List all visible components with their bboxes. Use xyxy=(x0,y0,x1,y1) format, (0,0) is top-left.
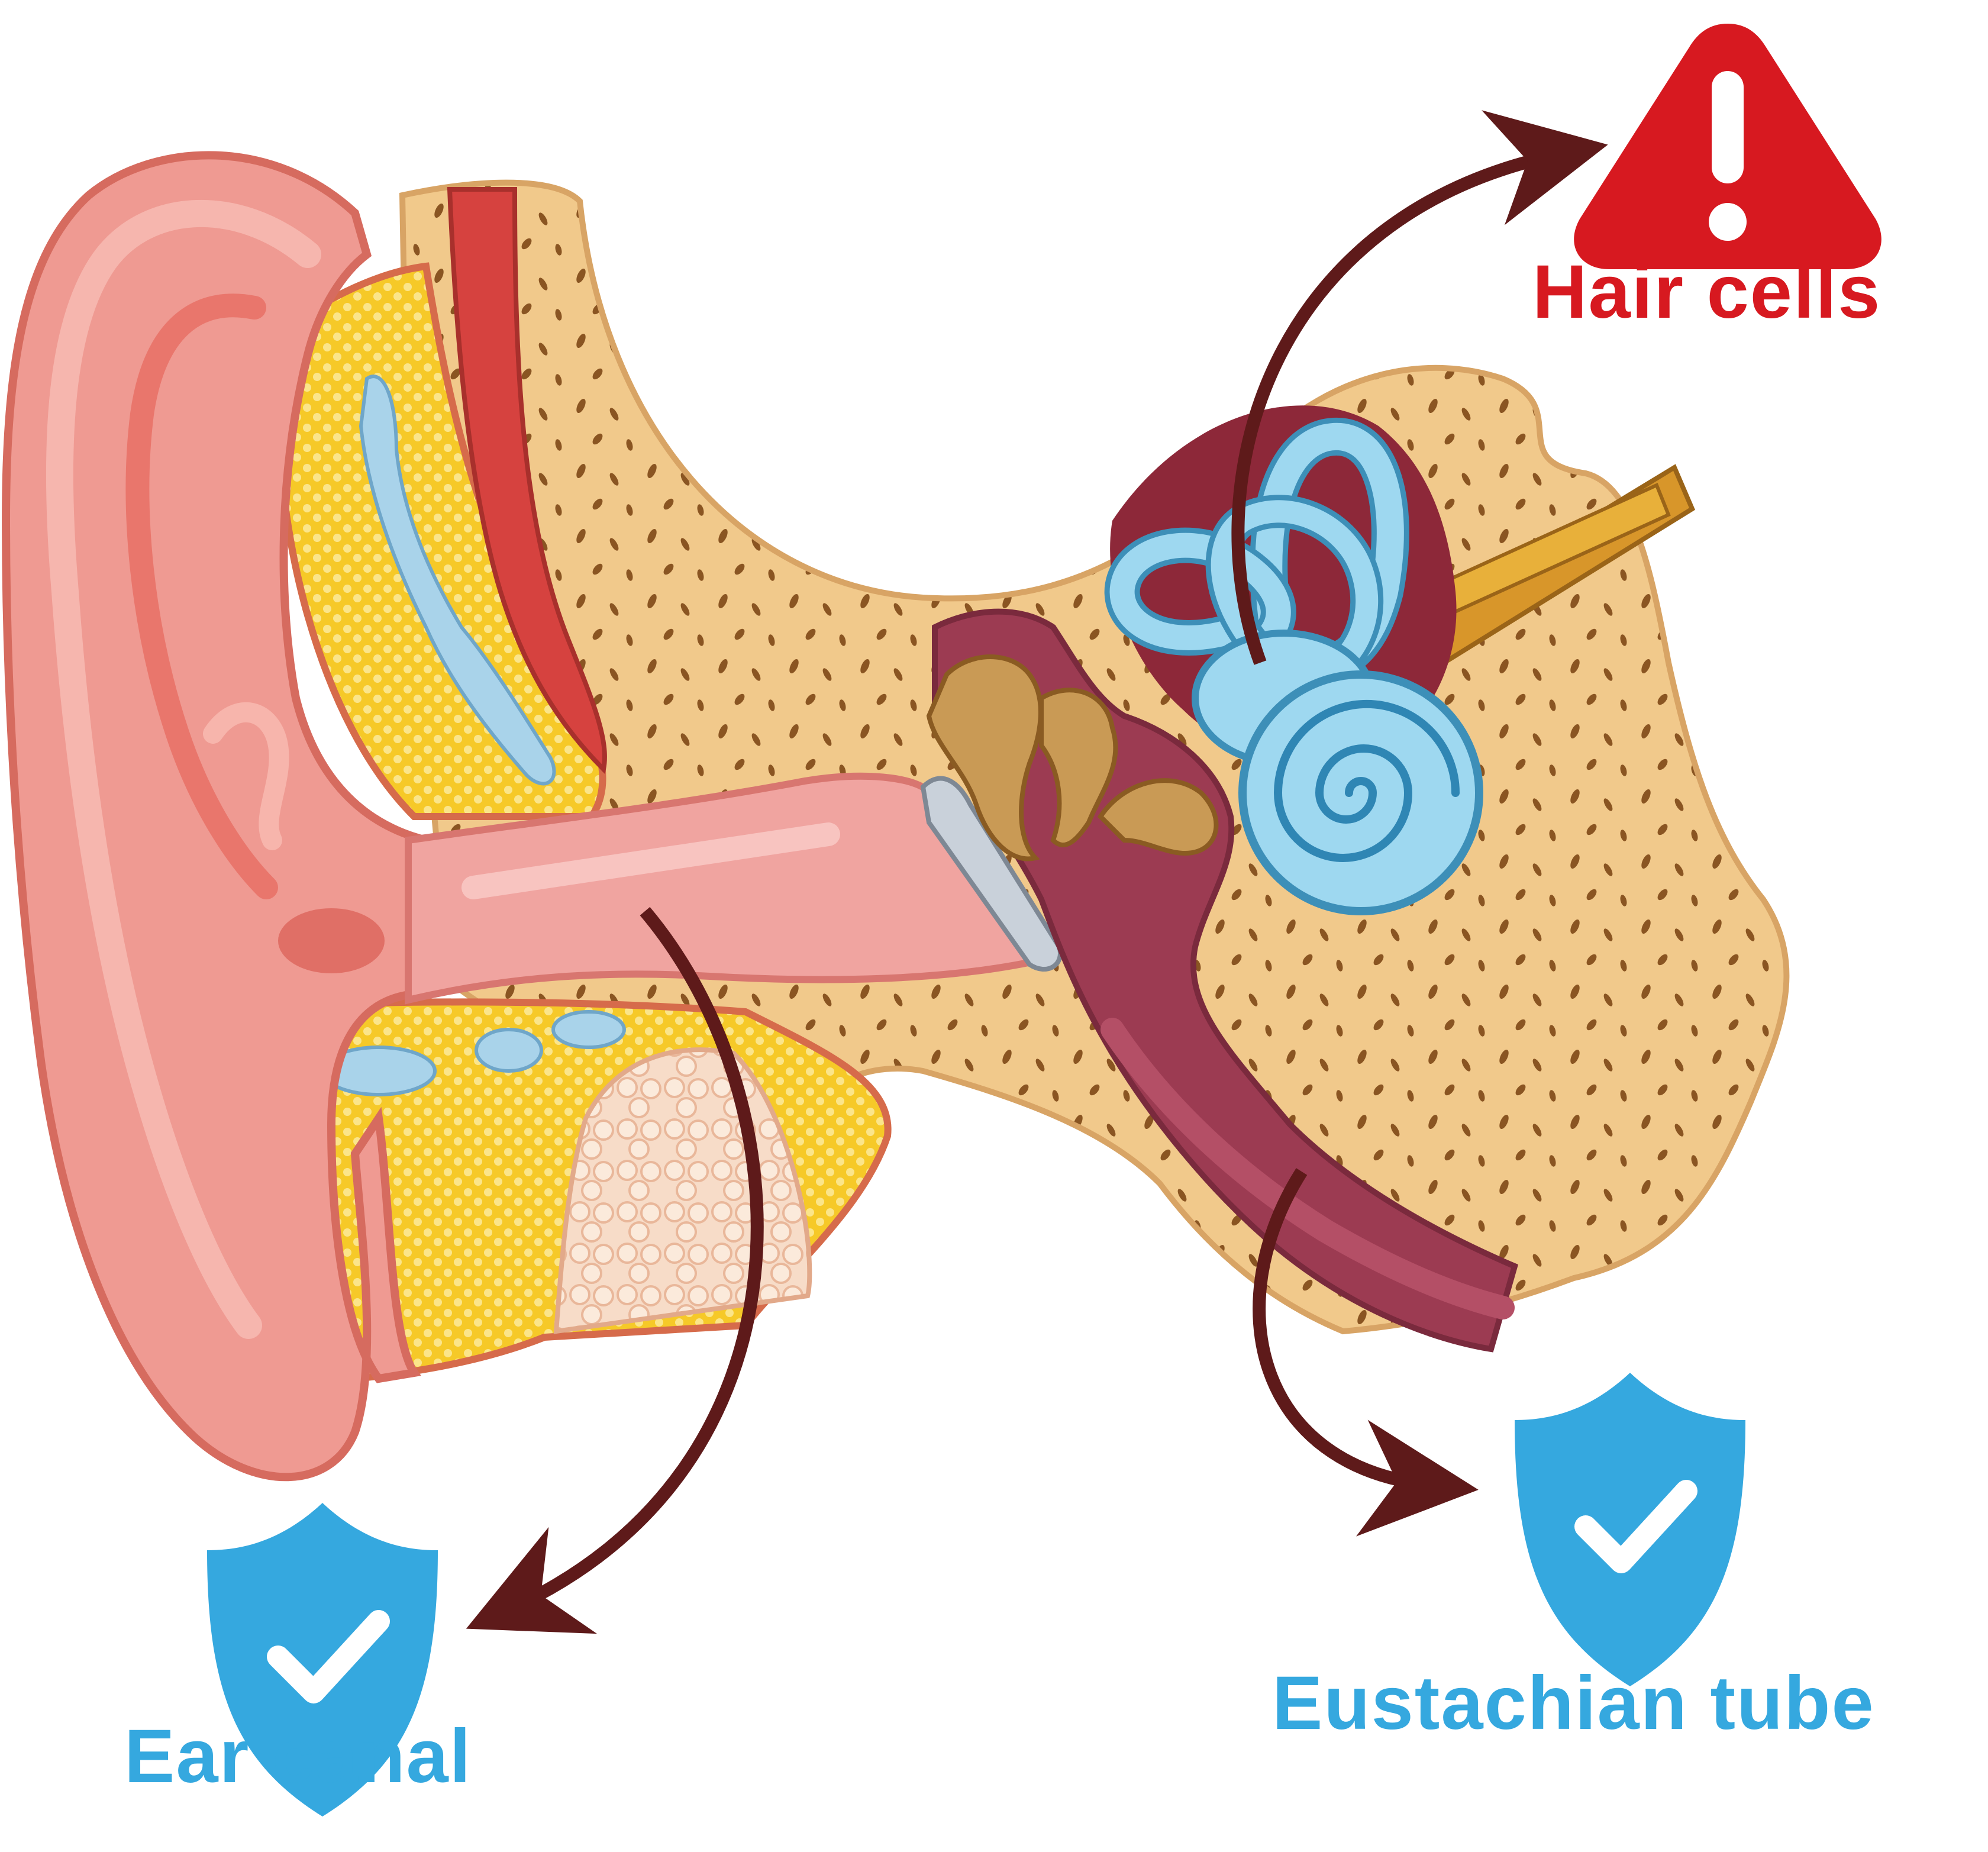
arrow-to-eustachian-tube xyxy=(1253,1168,1479,1537)
warning-triangle-icon xyxy=(1574,24,1882,269)
cochlea xyxy=(1238,670,1483,915)
ossicle-incus xyxy=(1039,688,1118,847)
pinna-concha xyxy=(203,702,289,850)
cartilage-lower-3 xyxy=(551,1010,626,1049)
arrow-to-ear-canal xyxy=(466,906,764,1634)
pinna-helix-fold xyxy=(46,199,321,1339)
pinna-antihelix xyxy=(125,293,278,899)
label-ear-canal: Ear canal xyxy=(124,1714,472,1799)
ear-canal-highlight xyxy=(462,822,840,899)
ossicle-malleus xyxy=(926,654,1043,862)
eustachian-tube-channel xyxy=(1100,1018,1515,1319)
shield-check-icon-eustachian-tube xyxy=(1515,1373,1745,1686)
label-hair-cells: Hair cells xyxy=(1532,250,1882,334)
ossicle-stapes xyxy=(1097,778,1219,856)
arrow-to-hair-cells xyxy=(1231,110,1608,665)
label-eustachian-tube: Eustachian tube xyxy=(1272,1661,1875,1745)
semicircular-canals xyxy=(1104,418,1409,691)
cartilage-lower-2 xyxy=(475,1028,543,1073)
muscle-strip xyxy=(447,187,607,775)
pinna-tragus xyxy=(278,908,385,973)
shield-check-icon-ear-canal xyxy=(207,1503,438,1816)
cartilage-upper xyxy=(359,375,556,786)
